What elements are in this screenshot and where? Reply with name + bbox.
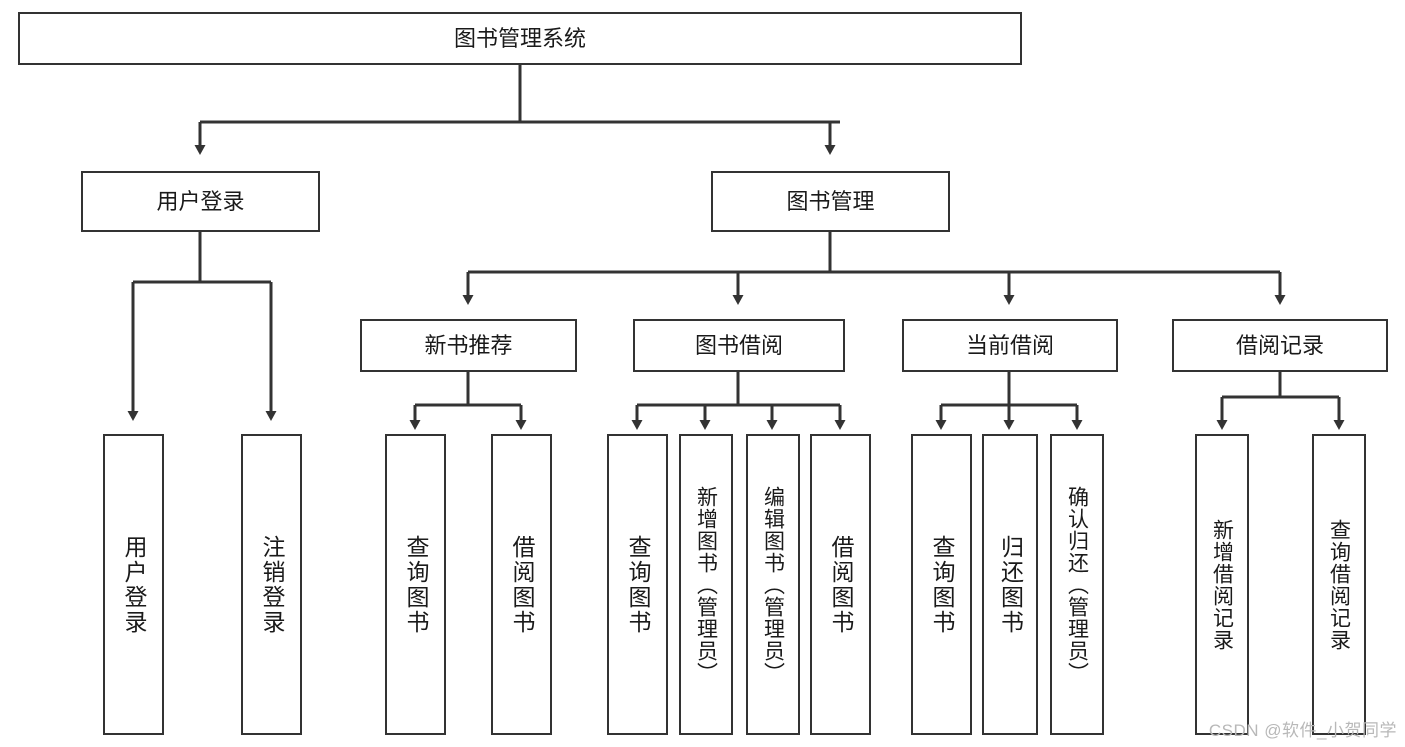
node-new-book-rec[interactable]: 新书推荐 (360, 319, 577, 372)
node-root-label: 图书管理系统 (453, 25, 586, 51)
node-leaf-user-logout[interactable]: 注销登录 (241, 434, 302, 735)
node-leaf-user-login-label: 用户登录 (121, 534, 147, 635)
node-leaf-query-book-3[interactable]: 查询图书 (911, 434, 972, 735)
node-leaf-query-book-1[interactable]: 查询图书 (385, 434, 446, 735)
node-leaf-query-book-2[interactable]: 查询图书 (607, 434, 668, 735)
node-root[interactable]: 图书管理系统 (18, 12, 1022, 65)
node-current-borrow-label: 当前借阅 (965, 332, 1054, 358)
node-leaf-query-book-1-label: 查询图书 (403, 534, 429, 635)
node-user-login-label: 用户登录 (156, 188, 245, 214)
node-borrow-record[interactable]: 借阅记录 (1172, 319, 1388, 372)
node-leaf-confirm-return[interactable]: 确认归还（管理员） (1050, 434, 1104, 735)
node-leaf-borrow-book-1-label: 借阅图书 (509, 534, 535, 635)
node-leaf-add-book-label: 新增图书（管理员） (694, 485, 718, 684)
node-book-manage-label: 图书管理 (786, 188, 875, 214)
node-leaf-query-book-3-label: 查询图书 (929, 534, 955, 635)
node-leaf-query-book-2-label: 查询图书 (625, 534, 651, 635)
node-leaf-confirm-return-label: 确认归还（管理员） (1065, 485, 1089, 684)
node-leaf-borrow-book-2[interactable]: 借阅图书 (810, 434, 871, 735)
node-leaf-add-record-label: 新增借阅记录 (1210, 518, 1234, 651)
node-book-borrow[interactable]: 图书借阅 (633, 319, 845, 372)
node-leaf-add-record[interactable]: 新增借阅记录 (1195, 434, 1249, 735)
node-new-book-rec-label: 新书推荐 (424, 332, 513, 358)
node-leaf-query-record-label: 查询借阅记录 (1327, 518, 1351, 651)
node-leaf-user-login[interactable]: 用户登录 (103, 434, 164, 735)
node-leaf-return-book-label: 归还图书 (997, 534, 1024, 635)
node-leaf-return-book[interactable]: 归还图书 (982, 434, 1038, 735)
node-current-borrow[interactable]: 当前借阅 (902, 319, 1118, 372)
node-leaf-borrow-book-2-label: 借阅图书 (828, 534, 854, 635)
node-book-borrow-label: 图书借阅 (694, 332, 783, 358)
watermark: CSDN @软件_小贺同学 (1208, 721, 1397, 740)
node-leaf-edit-book-label: 编辑图书（管理员） (761, 485, 785, 684)
node-leaf-borrow-book-1[interactable]: 借阅图书 (491, 434, 552, 735)
node-book-manage[interactable]: 图书管理 (711, 171, 950, 232)
node-leaf-user-logout-label: 注销登录 (259, 534, 285, 635)
node-leaf-query-record[interactable]: 查询借阅记录 (1312, 434, 1366, 735)
node-leaf-add-book[interactable]: 新增图书（管理员） (679, 434, 733, 735)
node-leaf-edit-book[interactable]: 编辑图书（管理员） (746, 434, 800, 735)
node-user-login[interactable]: 用户登录 (81, 171, 320, 232)
node-borrow-record-label: 借阅记录 (1235, 332, 1324, 358)
